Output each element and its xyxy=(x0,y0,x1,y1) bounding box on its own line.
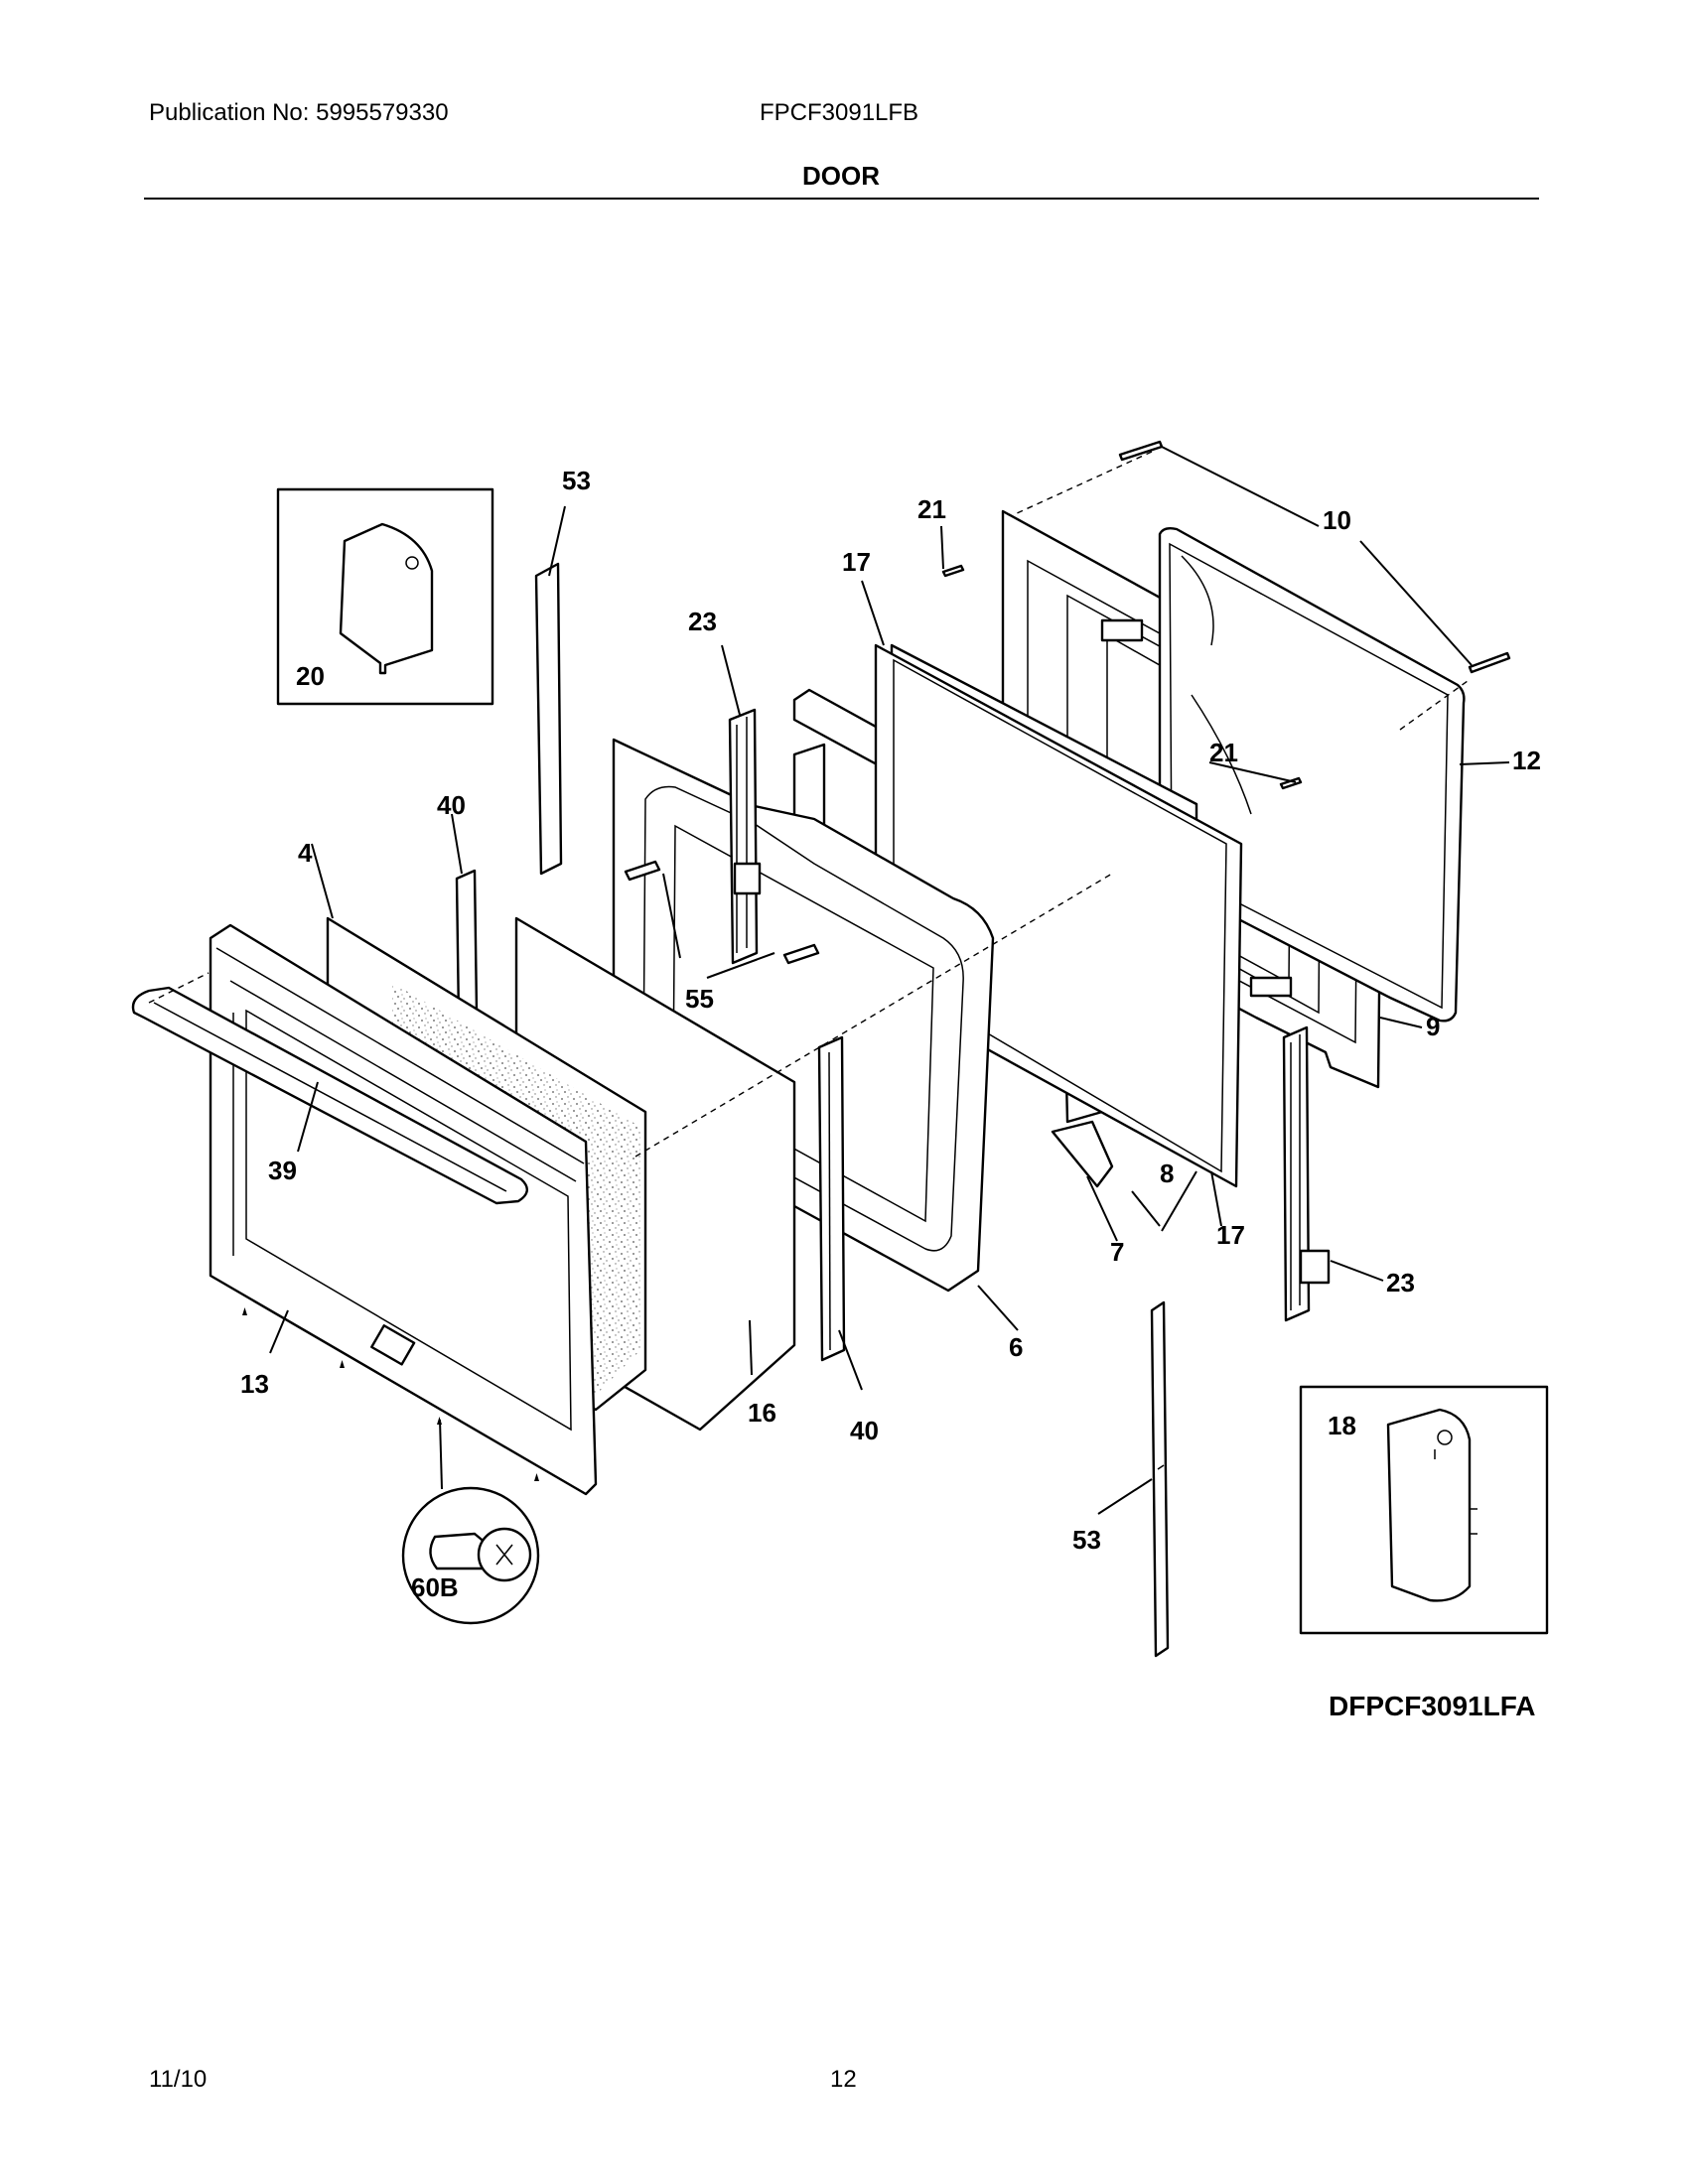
callout-23-top: 23 xyxy=(688,607,717,636)
callout-40-bottom: 40 xyxy=(850,1416,879,1445)
callout-7: 7 xyxy=(1110,1237,1124,1267)
header-rule xyxy=(144,198,1539,200)
callout-16: 16 xyxy=(748,1398,776,1428)
callout-12: 12 xyxy=(1512,746,1541,775)
callout-39: 39 xyxy=(268,1156,297,1185)
callout-18: 18 xyxy=(1328,1411,1356,1440)
footer-page-number: 12 xyxy=(830,2066,857,2093)
callout-23-bottom: 23 xyxy=(1386,1268,1415,1297)
publication-number: Publication No: 5995579330 xyxy=(149,99,449,126)
footer-date: 11/10 xyxy=(149,2066,208,2093)
callout-53-top: 53 xyxy=(562,466,591,495)
callout-13: 13 xyxy=(240,1369,269,1399)
callout-53-bottom: 53 xyxy=(1072,1525,1101,1555)
leader-lines xyxy=(269,446,1510,1515)
trim-53-top xyxy=(534,562,563,876)
hinge-23-right xyxy=(1282,1025,1331,1322)
callout-21-mid: 21 xyxy=(1209,738,1238,767)
section-title: DOOR xyxy=(802,161,880,191)
callout-6: 6 xyxy=(1009,1332,1023,1362)
inset-part-18 xyxy=(1299,1385,1549,1635)
callout-40-top: 40 xyxy=(437,790,466,820)
callout-10: 10 xyxy=(1323,505,1351,535)
diagram-code: DFPCF3091LFA xyxy=(1329,1691,1536,1721)
callout-20: 20 xyxy=(296,661,325,691)
screw-detail-60B xyxy=(401,1486,540,1625)
trim-53-bottom xyxy=(1150,1300,1170,1658)
callout-60B: 60B xyxy=(411,1572,459,1602)
callout-21-top: 21 xyxy=(917,494,946,524)
callout-labels: 53 21 17 23 10 12 21 9 8 17 7 23 6 40 16… xyxy=(240,466,1541,1602)
hinge-23-left xyxy=(728,708,762,965)
callout-8: 8 xyxy=(1160,1159,1174,1188)
callout-4: 4 xyxy=(298,838,313,868)
callout-17-top: 17 xyxy=(842,547,871,577)
model-number: FPCF3091LFB xyxy=(760,99,919,126)
callout-9: 9 xyxy=(1426,1012,1440,1041)
assembly-lines xyxy=(148,451,1469,1158)
channel-40-right xyxy=(817,1035,846,1362)
callout-55: 55 xyxy=(685,984,714,1014)
callout-17-bottom: 17 xyxy=(1216,1220,1245,1250)
clips-55 xyxy=(624,860,820,965)
handle-39 xyxy=(131,986,528,1205)
inset-part-20 xyxy=(276,487,494,706)
